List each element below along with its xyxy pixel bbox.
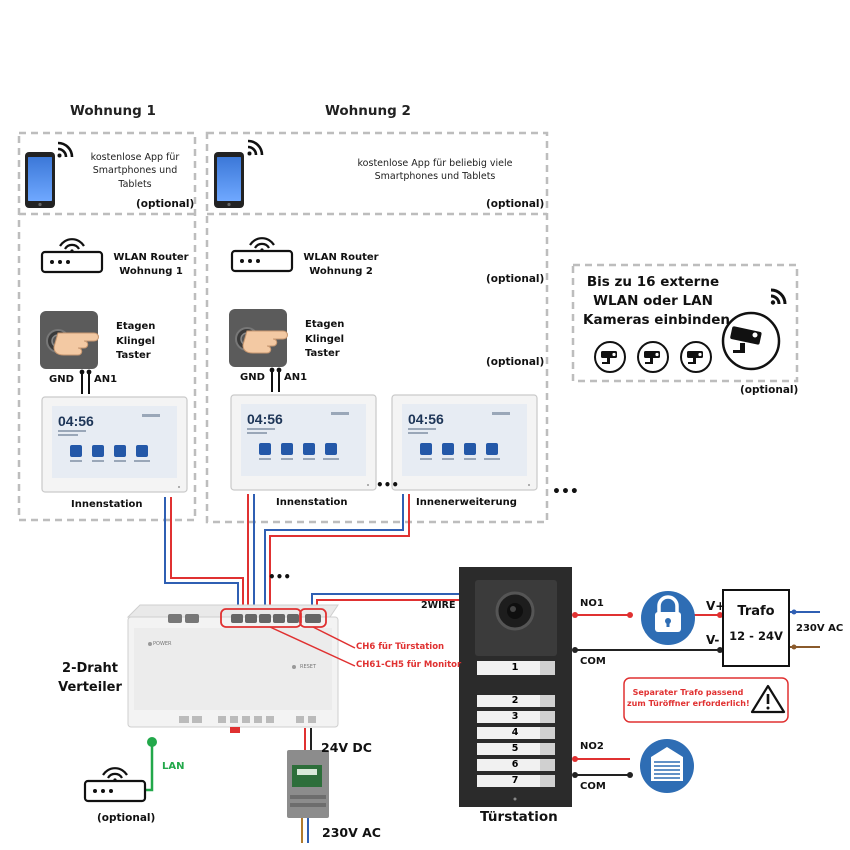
trafo-ac-label: 230V AC xyxy=(796,623,844,634)
ac-label: 230V AC xyxy=(322,825,381,840)
optional-label: (optional) xyxy=(136,198,195,210)
warning-box xyxy=(623,677,789,723)
apartment-1-frame xyxy=(17,131,197,522)
call-button-4[interactable]: 4 xyxy=(511,727,519,738)
power-label: POWER xyxy=(153,641,172,647)
optional-label: (optional) xyxy=(97,812,156,824)
trafo-title: Trafo xyxy=(737,604,775,619)
ch1-5-annotation: CH61-CH5 für Monitor xyxy=(356,660,462,670)
indoor-extension-label: Innenerweiterung xyxy=(416,497,517,508)
more-ellipsis: ••• xyxy=(552,484,579,500)
an1-label: AN1 xyxy=(284,372,308,383)
dc-label: 24V DC xyxy=(321,740,372,755)
trafo-range: 12 - 24V xyxy=(729,629,783,643)
wifi-icon xyxy=(56,141,74,159)
call-button-6[interactable]: 6 xyxy=(511,759,519,770)
lan-router-icon xyxy=(83,767,147,803)
gnd-label: GND xyxy=(240,372,265,383)
an1-label: AN1 xyxy=(94,374,118,385)
optional-label: (optional) xyxy=(740,384,799,396)
optional-label: (optional) xyxy=(486,198,545,210)
more-ellipsis: ••• xyxy=(268,570,292,584)
smartphone-icon xyxy=(25,152,55,208)
app-text-1: kostenlose App für Smartphones und Table… xyxy=(90,152,180,190)
apartment-2-frame xyxy=(205,131,549,524)
lan-label: LAN xyxy=(162,761,185,772)
warning-icon xyxy=(750,684,786,714)
cameras-frame xyxy=(571,263,799,383)
optional-label: (optional) xyxy=(486,356,545,368)
gnd-label: GND xyxy=(49,374,74,385)
com1-label: COM xyxy=(580,656,606,667)
no2-label: NO2 xyxy=(580,741,604,752)
reset-label: RESET xyxy=(300,664,317,670)
indoor-monitor-extension xyxy=(391,394,538,491)
call-button-2[interactable]: 2 xyxy=(511,695,519,706)
garage-door-icon xyxy=(640,739,694,793)
door-station xyxy=(459,567,572,807)
call-button-5[interactable]: 5 xyxy=(511,743,519,754)
com2-label: COM xyxy=(580,781,606,792)
vminus-label: V- xyxy=(706,633,720,647)
door-station-label: Türstation xyxy=(480,809,558,825)
indoor-monitor xyxy=(230,394,377,491)
apartment-1-title: Wohnung 1 xyxy=(70,103,156,119)
indoor-station-label: Innenstation xyxy=(276,497,348,508)
no1-label: NO1 xyxy=(580,598,604,609)
call-button-3[interactable]: 3 xyxy=(511,711,519,722)
door-lock-icon xyxy=(641,591,695,645)
apartment-2-title: Wohnung 2 xyxy=(325,103,411,119)
doorbell-button-icon xyxy=(228,308,289,368)
call-button-1[interactable]: 1 xyxy=(511,662,519,673)
more-ellipsis: ••• xyxy=(376,478,400,492)
two-wire-label: 2WIRE xyxy=(421,600,456,611)
app-text-2: kostenlose App für beliebig viele Smartp… xyxy=(357,158,513,183)
optional-label: (optional) xyxy=(486,273,545,285)
router-icon xyxy=(230,237,294,273)
two-wire-distributor xyxy=(126,604,339,733)
indoor-station-label: Innenstation xyxy=(71,499,143,510)
camera-icons xyxy=(594,288,787,373)
transformer-box xyxy=(722,589,790,667)
smartphone-icon xyxy=(214,152,244,208)
doorbell-button-icon xyxy=(39,310,100,370)
wifi-icon xyxy=(246,139,264,157)
ch6-annotation: CH6 für Türstation xyxy=(356,642,445,652)
router-icon xyxy=(40,238,104,274)
power-supply xyxy=(287,728,329,843)
call-button-7[interactable]: 7 xyxy=(511,775,519,786)
vplus-label: V+ xyxy=(706,599,726,613)
indoor-monitor xyxy=(41,396,188,493)
